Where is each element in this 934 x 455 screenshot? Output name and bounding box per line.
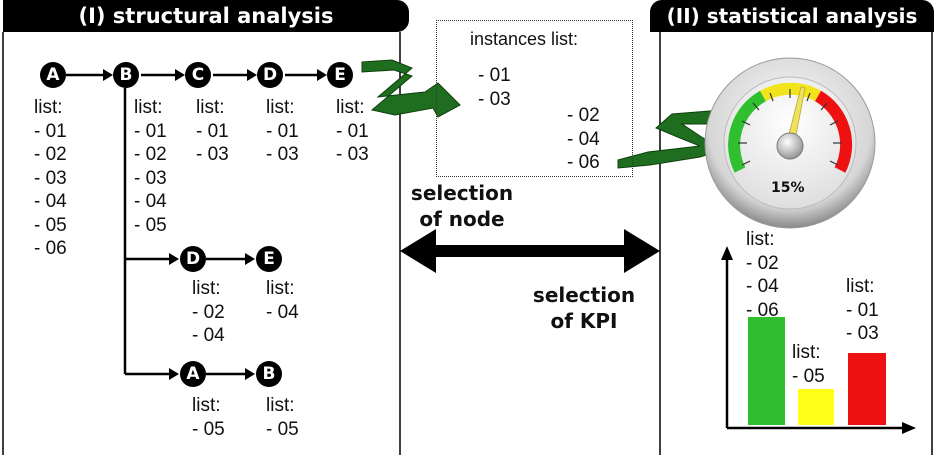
node-a-branch: A	[180, 361, 206, 387]
bar-green	[748, 317, 785, 425]
selection-of-node-label: selection of node	[410, 181, 514, 231]
row2-arrows	[125, 253, 255, 265]
node-a-branch-list: list: - 05	[192, 395, 225, 440]
node-d: D	[257, 62, 283, 88]
gauge-value-label: 15%	[771, 180, 805, 196]
node-c-list: list: - 01 - 03	[196, 97, 229, 165]
selection-of-kpi-label: selection of KPI	[532, 283, 636, 333]
bar-red	[848, 353, 886, 425]
bar-label-red: list: - 01 - 03	[846, 276, 879, 344]
node-e-branch: E	[256, 246, 282, 272]
structural-analysis-title: (I) structural analysis	[3, 0, 409, 32]
double-arrow	[400, 229, 660, 273]
instances-list-title: instances list:	[470, 29, 579, 49]
row1-arrows	[66, 69, 327, 81]
node-b-branch-list: list: - 05	[266, 395, 299, 440]
node-d-branch: D	[180, 246, 206, 272]
node-d-branch-list: list: - 02 - 04	[192, 278, 225, 346]
node-a-list: list: - 01 - 02 - 03 - 04 - 05 - 06	[34, 97, 67, 259]
gauge-icon	[704, 57, 876, 229]
bar-label-yellow: list: - 05	[792, 342, 825, 387]
node-b-branch: B	[256, 361, 282, 387]
instances-list-box	[436, 20, 633, 177]
node-e-branch-list: list: - 04	[266, 278, 299, 323]
bar-chart-axes	[721, 246, 916, 434]
node-c: C	[185, 62, 211, 88]
green-arrow-to-instances	[361, 59, 461, 118]
node-b: B	[113, 62, 139, 88]
statistical-analysis-title: (II) statistical analysis	[650, 0, 934, 32]
bar-label-green: list: - 02 - 04 - 06	[746, 229, 779, 321]
instances-right-items: - 02 - 04 - 06	[567, 105, 600, 173]
bar-yellow	[798, 389, 834, 425]
instances-left-items: - 01 - 03	[478, 65, 511, 110]
node-e-list: list: - 01 - 03	[336, 97, 369, 165]
node-b-list: list: - 01 - 02 - 03 - 04 - 05	[134, 97, 167, 236]
row3-arrows	[125, 368, 255, 380]
node-a: A	[40, 62, 66, 88]
node-d-list: list: - 01 - 03	[266, 97, 299, 165]
node-e: E	[327, 62, 353, 88]
bar-series	[748, 317, 886, 425]
